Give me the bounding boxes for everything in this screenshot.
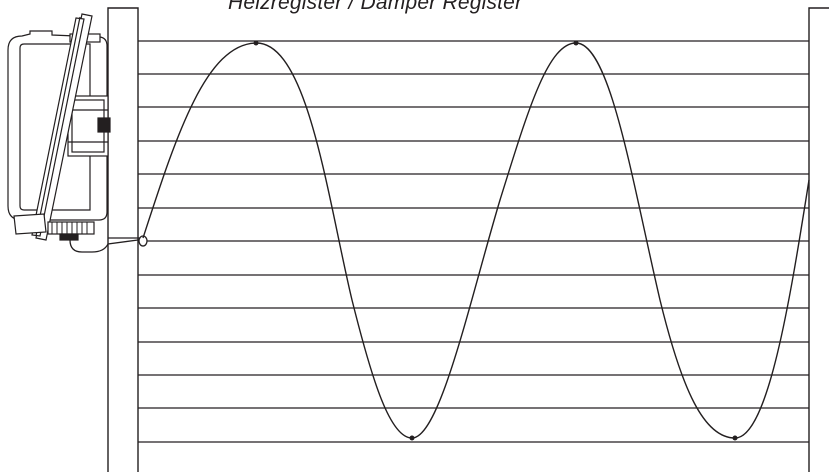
diagram-title: Heizregister / Damper Register bbox=[228, 0, 523, 14]
right-frame-post bbox=[808, 7, 829, 472]
register-fins bbox=[138, 40, 809, 443]
controller-housing bbox=[7, 13, 111, 241]
contact-point bbox=[573, 40, 579, 46]
gland-ridges bbox=[51, 222, 88, 234]
contact-point bbox=[409, 435, 415, 441]
capillary-sensor-wave bbox=[142, 42, 810, 439]
contact-point bbox=[253, 40, 259, 46]
register-frame bbox=[107, 7, 829, 472]
contact-point bbox=[732, 435, 738, 441]
capillary-connection bbox=[69, 235, 148, 253]
wave-contact-points bbox=[253, 40, 738, 441]
